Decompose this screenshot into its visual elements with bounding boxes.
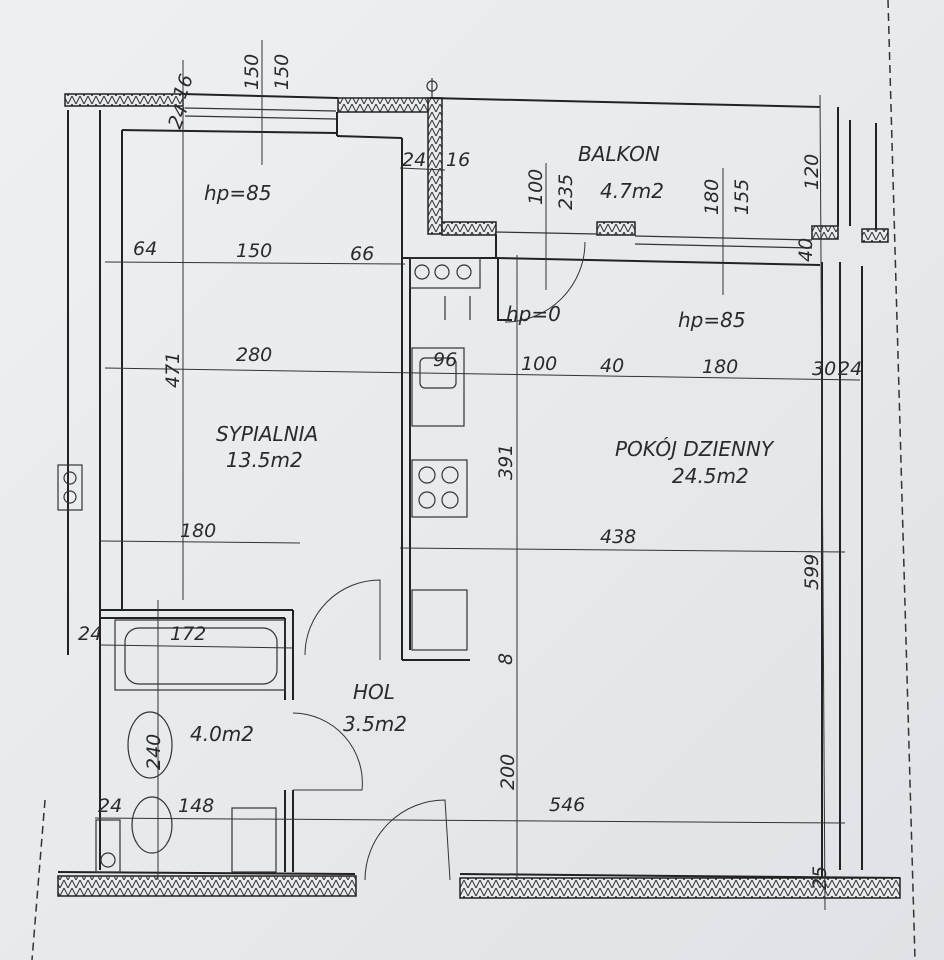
exterior-walls [57, 93, 901, 899]
room-name-hall: HOL [353, 680, 395, 704]
burner-icon [418, 466, 436, 484]
burner-icon [456, 264, 472, 280]
dimension-label: 180 [180, 520, 216, 542]
washbasin [127, 711, 173, 779]
burner-icon [434, 264, 450, 280]
room-area-bedroom: 13.5m2 [226, 448, 303, 472]
bathtub [114, 619, 286, 691]
dimension-label: 120 [801, 154, 823, 190]
stove [411, 459, 468, 518]
dimension-label: 471 [162, 352, 184, 388]
burner-icon [63, 490, 77, 504]
dimension-label: 240 [143, 734, 165, 770]
neighbour-stove [57, 464, 83, 511]
room-area-balcony: 4.7m2 [600, 179, 664, 203]
window-dim: 155 [731, 179, 753, 215]
bathtub-basin [124, 627, 278, 685]
window-dim: 150 [241, 54, 263, 90]
window-dim: 180 [701, 179, 723, 215]
window-dim: 235 [555, 174, 577, 210]
dimension-label: 24 [98, 795, 122, 817]
dimension-label: 16 [446, 149, 470, 171]
toilet [131, 796, 173, 854]
burner-icon [418, 491, 436, 509]
sill-height-bedroom: hp=85 [204, 181, 272, 205]
dimension-label: 180 [702, 356, 738, 378]
dimension-lines [94, 40, 861, 911]
dimension-label: 148 [178, 795, 214, 817]
room-area-living: 24.5m2 [672, 464, 749, 488]
room-name-bedroom: SYPIALNIA [216, 422, 318, 446]
dimension-label: 599 [801, 554, 823, 590]
doors [292, 241, 586, 881]
drum-icon [100, 852, 116, 868]
dimension-label: 24 [78, 623, 102, 645]
burner-icon [63, 471, 77, 485]
burner-icon [414, 264, 430, 280]
dimension-label: 438 [600, 526, 636, 548]
washing-machine [95, 819, 121, 873]
room-area-bathroom: 4.0m2 [190, 722, 254, 746]
boundary-lines [31, 0, 916, 960]
dimension-label: 25 [809, 866, 831, 890]
dimension-label: 150 [236, 240, 272, 262]
dimension-label: 66 [350, 243, 374, 265]
room-name-living: POKÓJ DZIENNY [615, 437, 775, 461]
dimension-label: 200 [497, 754, 519, 790]
sink [411, 347, 465, 427]
fridge [411, 589, 468, 651]
dimension-label: 24 [838, 358, 862, 380]
dimension-label: 100 [521, 353, 557, 375]
dimension-label: 30 [812, 358, 836, 380]
dimension-label: 40 [795, 238, 817, 262]
dimension-label: 24 [402, 149, 426, 171]
dimension-label: 391 [495, 444, 517, 480]
burner-icon [441, 491, 459, 509]
dimension-label: 8 [495, 653, 517, 665]
dimension-label: 96 [433, 349, 457, 371]
window-dim: 100 [525, 169, 547, 205]
dimension-label: 40 [600, 355, 624, 377]
room-name-balcony: BALKON [578, 142, 660, 166]
dimension-label: 546 [549, 794, 585, 816]
kitchen-cabinet [409, 257, 481, 289]
axis-marker-icon [426, 80, 438, 92]
burner-icon [441, 466, 459, 484]
room-area-hall: 3.5m2 [343, 712, 407, 736]
boiler [231, 807, 277, 873]
labels: BALKON 4.7m2 SYPIALNIA 13.5m2 POKÓJ DZIE… [78, 54, 862, 890]
fixtures [57, 78, 481, 873]
sill-height-door: hp=0 [506, 302, 561, 326]
sill-height-living: hp=85 [678, 308, 746, 332]
dimension-label: 64 [133, 238, 157, 260]
dimension-label: 172 [170, 623, 206, 645]
window-dim: 150 [271, 54, 293, 90]
dimension-label: 280 [236, 344, 272, 366]
